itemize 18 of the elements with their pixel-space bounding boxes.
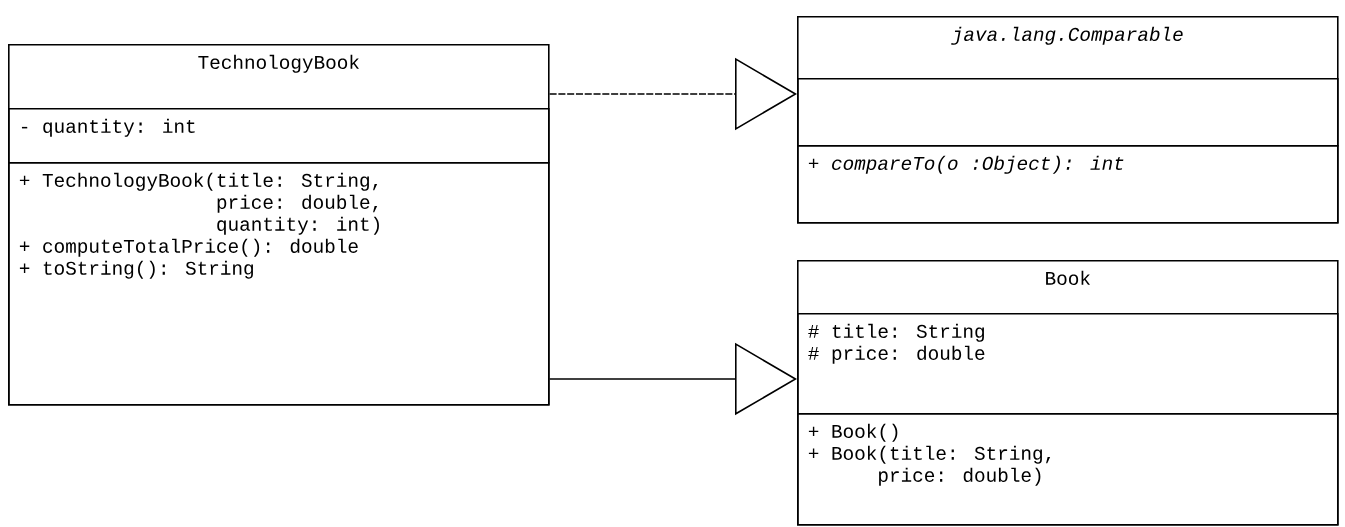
method-text: + Book(title: String, price: double) xyxy=(808,445,1051,486)
attribute-text: - quantity: int xyxy=(21,118,195,137)
class-compartment xyxy=(797,413,1339,526)
method-text: + TechnologyBook(title: String, price: double, quantity: int) xyxy=(19,172,379,235)
attribute-text: # title: String xyxy=(808,323,984,342)
method-text: + computeTotalPrice(): double xyxy=(19,238,358,257)
class-compartment xyxy=(797,145,1339,224)
class-name: Book xyxy=(1046,270,1090,285)
class-compartment xyxy=(8,108,550,164)
class-compartment xyxy=(797,78,1339,147)
class-name: TechnologyBook xyxy=(198,54,359,73)
method-text: + Book() xyxy=(808,423,898,442)
class-compartment xyxy=(8,162,550,406)
method-text: + compareTo(o :Object): int xyxy=(808,155,1124,174)
method-text: + toString(): String xyxy=(19,260,253,279)
class-name: java.lang.Comparable xyxy=(951,26,1183,45)
attribute-text: # price: double xyxy=(808,345,985,364)
class-compartment xyxy=(797,313,1339,415)
